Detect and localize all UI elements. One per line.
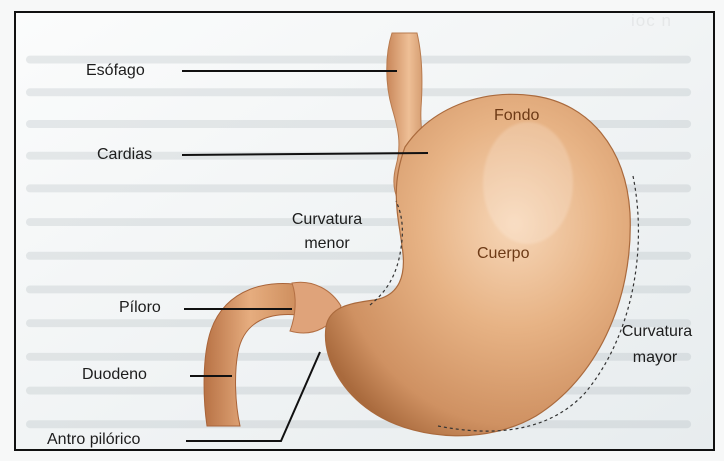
label-antro-pilorico: Antro pilórico — [47, 432, 140, 448]
stomach-highlight — [483, 122, 573, 244]
stomach-body-shape — [325, 94, 630, 435]
label-cardias: Cardias — [97, 147, 152, 163]
label-duodeno: Duodeno — [82, 367, 147, 383]
label-fondo: Fondo — [494, 108, 539, 124]
label-curvatura-menor-line-1: Curvatura — [292, 212, 362, 228]
label-curvatura-menor-line-2: menor — [304, 236, 349, 252]
faded-background-text: ioc n — [631, 11, 672, 31]
label-piloro: Píloro — [119, 300, 161, 316]
leader-line-cardias — [182, 153, 428, 155]
label-curvatura-mayor-line-2: mayor — [633, 350, 677, 366]
label-esofago: Esófago — [86, 63, 145, 79]
duodenum-shape — [204, 283, 306, 426]
label-cuerpo: Cuerpo — [477, 246, 529, 262]
label-curvatura-mayor-line-1: Curvatura — [622, 324, 692, 340]
